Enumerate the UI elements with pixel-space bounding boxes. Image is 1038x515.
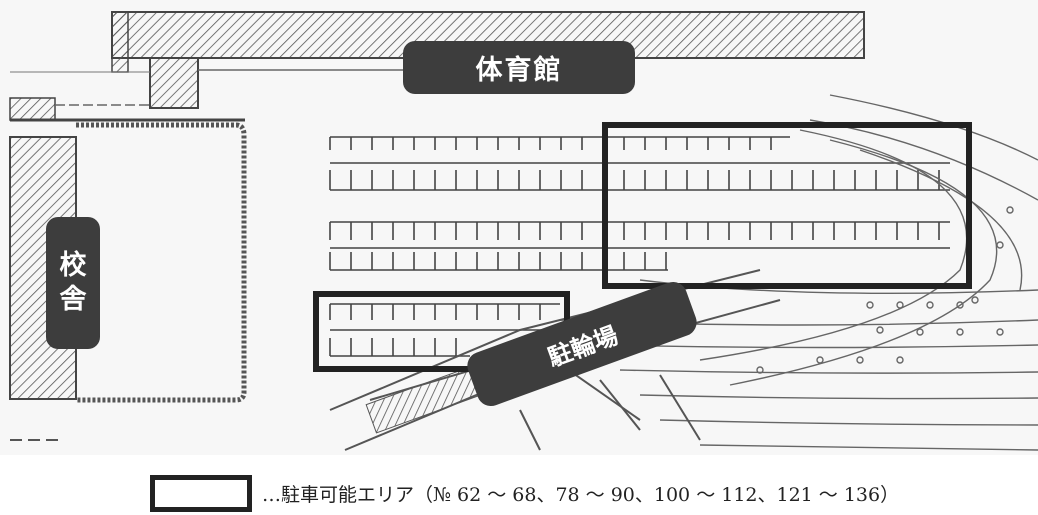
- parking-area-outline-large: [602, 122, 972, 289]
- legend: …駐車可能エリア（№ 62 〜 68、78 〜 90、100 〜 112、121…: [150, 473, 899, 513]
- legend-outline-swatch: [150, 474, 252, 512]
- gymnasium-building: [10, 11, 865, 109]
- school-label-char-1: 校: [59, 250, 87, 281]
- gymnasium-label: 体育館: [403, 41, 635, 94]
- school-building-label: 校 舎: [46, 217, 100, 349]
- school-label-char-2: 舎: [59, 284, 87, 315]
- corridor: [9, 97, 245, 122]
- legend-text: …駐車可能エリア（№ 62 〜 68、78 〜 90、100 〜 112、121…: [262, 483, 900, 506]
